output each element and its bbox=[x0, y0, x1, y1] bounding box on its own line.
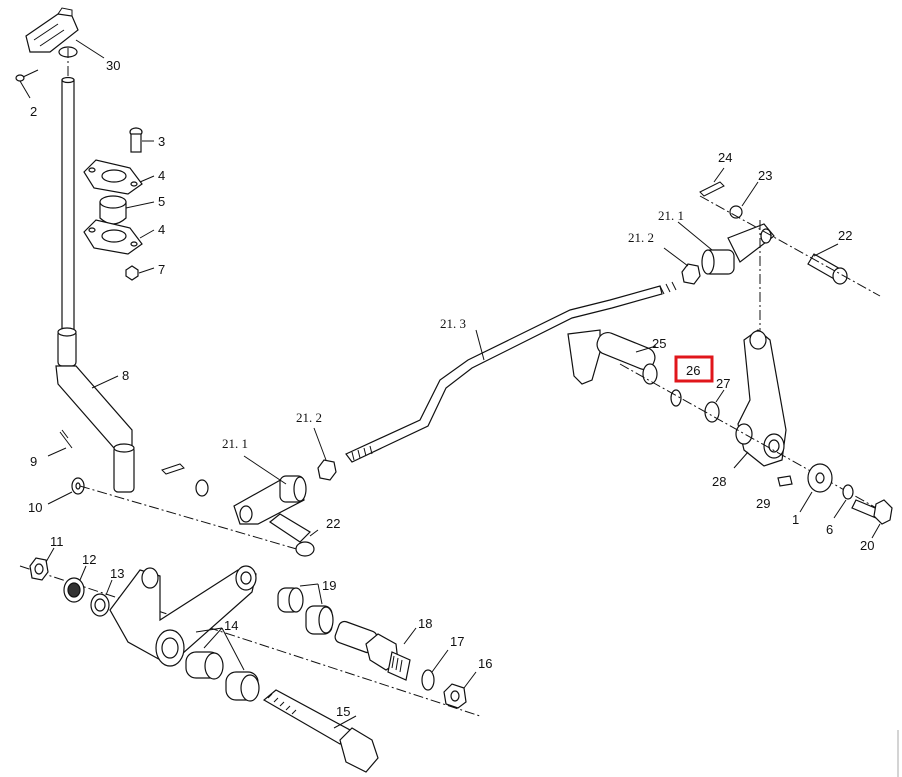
part-26-ring bbox=[670, 389, 682, 407]
part-4-flange-top bbox=[83, 159, 155, 195]
part-15-bolt bbox=[262, 689, 379, 773]
callout-5: 5 bbox=[158, 194, 165, 209]
part-16-nut bbox=[443, 671, 477, 709]
callout-9: 9 bbox=[30, 454, 37, 469]
highlight-box-26 bbox=[674, 355, 714, 383]
lower-lever-arm bbox=[109, 565, 257, 667]
callout-19: 19 bbox=[322, 578, 336, 593]
part-28-lever bbox=[733, 329, 787, 469]
left-cotter-and-washer bbox=[161, 463, 209, 497]
part-20-bolt bbox=[851, 499, 893, 539]
callout-8: 8 bbox=[122, 368, 129, 383]
callout-24: 24 bbox=[718, 150, 732, 165]
part-19-spacers bbox=[277, 583, 334, 635]
callout-12: 12 bbox=[82, 552, 96, 567]
part-30-knob bbox=[25, 7, 105, 59]
callout-15: 15 bbox=[336, 704, 350, 719]
part-24-cotter-pin bbox=[699, 167, 725, 197]
part-10-washer bbox=[47, 477, 85, 505]
shift-rod bbox=[55, 48, 135, 493]
callout-20: 20 bbox=[860, 538, 874, 553]
part-21-2-nut-left bbox=[313, 427, 337, 481]
part-21-1-clevis-left bbox=[233, 455, 307, 525]
callout-18: 18 bbox=[418, 616, 432, 631]
part-5-bushing bbox=[99, 195, 155, 225]
part-7-nut bbox=[125, 265, 155, 281]
callout-28: 28 bbox=[712, 474, 726, 489]
part-23-washer bbox=[729, 181, 759, 219]
part-11-nut bbox=[29, 547, 55, 581]
part-3-bolt bbox=[129, 127, 154, 153]
callout-1: 1 bbox=[792, 512, 799, 527]
part-2-screw bbox=[15, 69, 39, 99]
callout-7: 7 bbox=[158, 262, 165, 277]
callout-23: 23 bbox=[758, 168, 772, 183]
part-1-washer bbox=[799, 463, 833, 513]
callout-21-2-right: 21. 2 bbox=[628, 230, 654, 245]
part-22-pin-left bbox=[268, 513, 319, 557]
callout-27: 27 bbox=[716, 376, 730, 391]
part-25-shaft bbox=[567, 329, 658, 385]
callout-14: 14 bbox=[224, 618, 238, 633]
part-18-stud bbox=[334, 620, 417, 681]
part-21-3-rod bbox=[345, 281, 677, 463]
callout-22-right: 22 bbox=[838, 228, 852, 243]
callout-11: 11 bbox=[50, 534, 64, 549]
part-6-lock-washer bbox=[833, 484, 854, 519]
callout-4a: 4 bbox=[158, 168, 165, 183]
callout-21-3: 21. 3 bbox=[440, 316, 466, 331]
callout-3: 3 bbox=[158, 134, 165, 149]
part-13-ring bbox=[90, 579, 113, 617]
callout-22-left: 22 bbox=[326, 516, 340, 531]
part-9-cotter-pin bbox=[47, 429, 73, 457]
callout-10: 10 bbox=[28, 500, 42, 515]
callout-2: 2 bbox=[30, 104, 37, 119]
part-17-washer bbox=[421, 649, 449, 691]
part-21-1-clevis-right bbox=[677, 221, 775, 275]
callout-4b: 4 bbox=[158, 222, 165, 237]
callout-21-2-left: 21. 2 bbox=[296, 410, 322, 425]
callout-21-1-right: 21. 1 bbox=[658, 208, 684, 223]
callout-16: 16 bbox=[478, 656, 492, 671]
part-14-bushings bbox=[185, 627, 260, 702]
part-12-seal bbox=[63, 565, 87, 603]
callout-13: 13 bbox=[110, 566, 124, 581]
part-29-key bbox=[777, 475, 793, 487]
callout-6: 6 bbox=[826, 522, 833, 537]
part-4-flange-bottom bbox=[83, 219, 155, 255]
callout-21-1-left: 21. 1 bbox=[222, 436, 248, 451]
callout-26: 26 bbox=[686, 363, 700, 378]
part-21-2-nut-right bbox=[663, 247, 701, 285]
callout-25: 25 bbox=[652, 336, 666, 351]
part-22-pin-right bbox=[807, 243, 848, 285]
callout-30: 30 bbox=[106, 58, 120, 73]
callout-17: 17 bbox=[450, 634, 464, 649]
callout-29: 29 bbox=[756, 496, 770, 511]
